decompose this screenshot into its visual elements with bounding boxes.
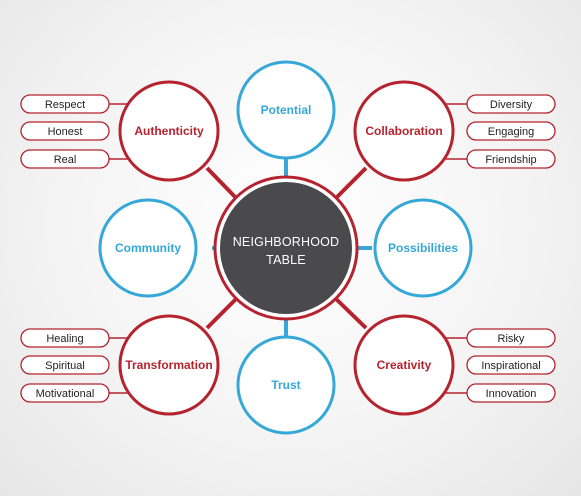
pill-label: Motivational [36, 388, 95, 400]
pill-honest [20, 121, 110, 141]
node-authenticity: Authenticity [118, 80, 220, 182]
node-possibilities: Possibilities [373, 198, 473, 298]
pill-engaging [466, 121, 556, 141]
node-label: Creativity [377, 358, 432, 372]
pill-label: Spiritual [45, 360, 85, 372]
pill-label: Inspirational [481, 360, 540, 372]
pill-group-transformation: Healing Spiritual Motivational [20, 328, 110, 403]
connector-creativity [331, 294, 368, 330]
pill-innovation [466, 383, 556, 403]
pill-label: Diversity [490, 99, 533, 111]
center-title-line2: TABLE [266, 253, 306, 267]
pill-healing [20, 328, 110, 348]
node-circle [236, 335, 336, 435]
pill-motivational [20, 383, 110, 403]
node-collaboration: Collaboration [353, 80, 455, 182]
node-circle [98, 198, 198, 298]
node-label: Potential [261, 103, 312, 117]
pill-label: Risky [498, 333, 525, 345]
connector-transformation [205, 294, 241, 330]
node-label: Transformation [125, 358, 212, 372]
node-circle [353, 314, 455, 416]
node-circle [118, 80, 220, 182]
pill-group-collaboration: Diversity Engaging Friendship [466, 94, 556, 169]
pill-respect [20, 94, 110, 114]
pill-label: Respect [45, 99, 85, 111]
node-circle [373, 198, 473, 298]
center-title-line1: NEIGHBORHOOD [233, 235, 340, 249]
node-label: Trust [271, 378, 300, 392]
connector-collaboration [331, 166, 368, 203]
node-circle [353, 80, 455, 182]
pill-group-creativity: Risky Inspirational Innovation [466, 328, 556, 403]
connector-authenticity [205, 166, 241, 203]
pill-label: Healing [46, 333, 83, 345]
node-circle [118, 314, 220, 416]
pill-group-authenticity: Respect Honest Real [20, 94, 110, 169]
node-potential: Potential [236, 60, 336, 160]
node-label: Collaboration [365, 124, 442, 138]
pill-label: Honest [48, 126, 83, 138]
node-circle [236, 60, 336, 160]
pill-inspirational [466, 355, 556, 375]
pill-real [20, 149, 110, 169]
node-label: Authenticity [134, 124, 204, 138]
pill-friendship [466, 149, 556, 169]
pill-label: Real [54, 154, 77, 166]
node-creativity: Creativity [353, 314, 455, 416]
pill-risky [466, 328, 556, 348]
node-label: Community [115, 241, 181, 255]
node-label: Possibilities [388, 241, 458, 255]
center-node: NEIGHBORHOOD TABLE [213, 175, 359, 321]
node-trust: Trust [236, 335, 336, 435]
pill-diversity [466, 94, 556, 114]
pill-label: Innovation [486, 388, 537, 400]
pill-spiritual [20, 355, 110, 375]
pill-label: Engaging [488, 126, 535, 138]
node-community: Community [98, 198, 198, 298]
node-transformation: Transformation [118, 314, 220, 416]
center-disc [220, 182, 352, 314]
pill-label: Friendship [485, 154, 536, 166]
